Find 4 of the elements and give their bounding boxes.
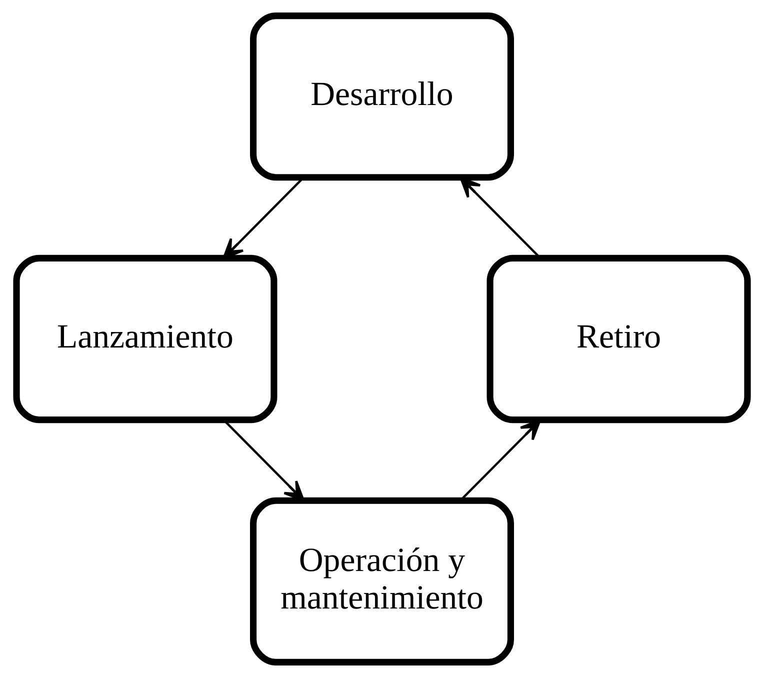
node-box: Desarrollo [250, 12, 514, 181]
node-box: Lanzamiento [13, 254, 278, 424]
node-box: Operación y mantenimiento [250, 497, 514, 666]
node-box: Retiro [486, 254, 751, 424]
